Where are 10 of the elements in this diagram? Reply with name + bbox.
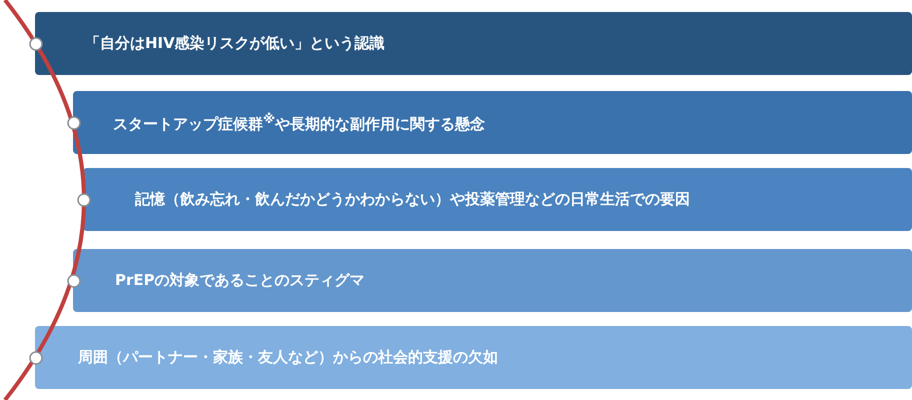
- banner-bar: [35, 326, 912, 389]
- bar-text: PrEPの対象であることのスティグマ: [115, 271, 365, 290]
- bar-text: スタートアップ症候群$^{※}$や長期的な副作用に関する懸念: [113, 111, 486, 134]
- banner-bar: [35, 12, 912, 75]
- bar-text: 周囲（パートナー・家族・友人など）からの社会的支援の欠如: [78, 348, 498, 367]
- banner-bar: [83, 168, 912, 231]
- bar-text: 「自分はHIV感染リスクが低い」という認識: [85, 34, 385, 53]
- banner-bar: [73, 91, 912, 154]
- banner-bar: [73, 249, 912, 312]
- bar-text: 記憶（飲み忘れ・飲んだかどうかわからない）や投薬管理などの日常生活での要因: [135, 190, 690, 209]
